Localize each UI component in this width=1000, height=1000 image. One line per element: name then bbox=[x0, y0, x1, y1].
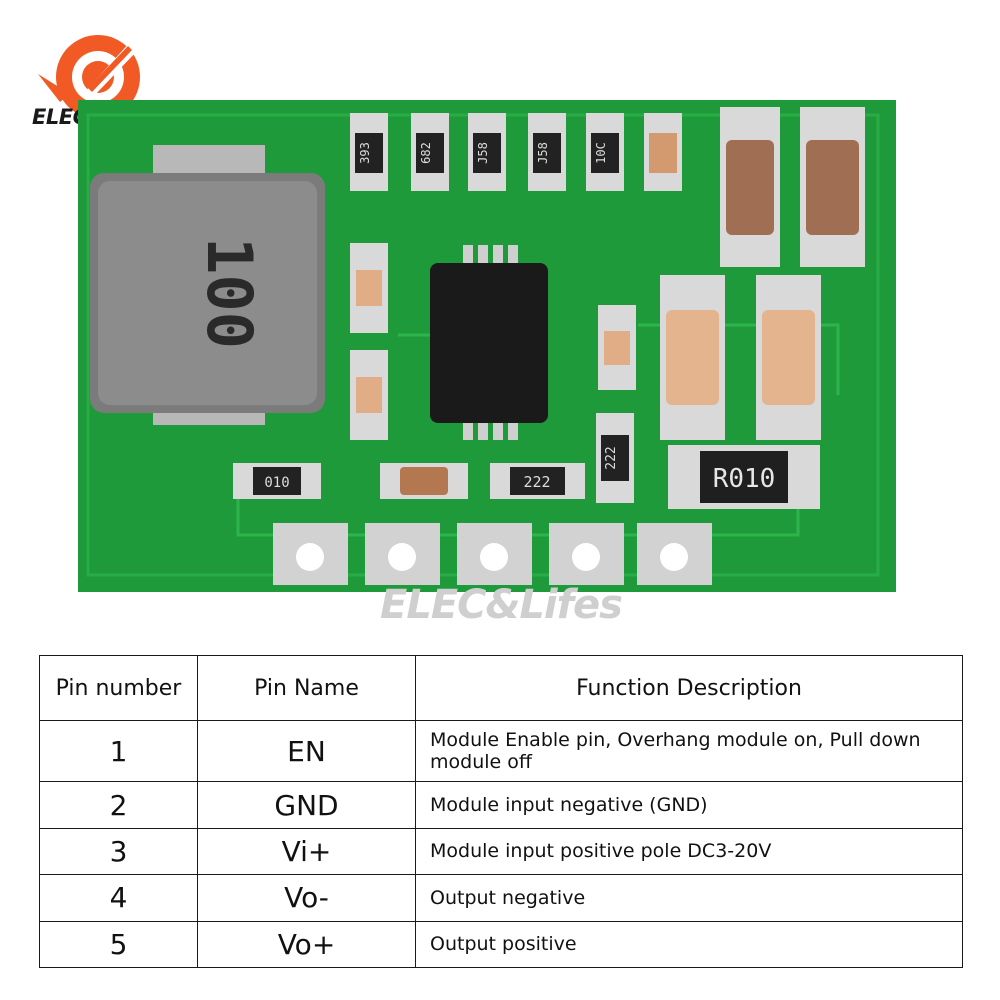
inductor: 100 bbox=[90, 145, 325, 425]
resistor-marking-3: J58 bbox=[476, 142, 490, 164]
bottom-marking-3: 222 bbox=[604, 446, 619, 469]
watermark-text: ELEC&Lifes bbox=[380, 582, 623, 628]
pin-name-cell: Vo+ bbox=[197, 920, 416, 969]
resistor-marking-4: J58 bbox=[536, 142, 550, 164]
resistor-marking-1: 393 bbox=[358, 142, 372, 164]
table-row: 5 Vo+ Output positive bbox=[39, 920, 963, 969]
table-header-row: Pin number Pin Name Function Description bbox=[39, 655, 963, 721]
brand-logo-icon bbox=[38, 35, 140, 119]
table-row: 1 EN Module Enable pin, Overhang module … bbox=[39, 719, 963, 783]
pin-name-cell: Vo- bbox=[197, 874, 416, 922]
pin-name-cell: Vi+ bbox=[197, 827, 416, 876]
bottom-marking-4: R010 bbox=[713, 464, 776, 494]
pin-function-table: Pin number Pin Name Function Description… bbox=[39, 655, 963, 969]
inductor-marking: 100 bbox=[193, 237, 266, 349]
bottom-marking-1: 010 bbox=[264, 475, 289, 491]
table-row: 2 GND Module input negative (GND) bbox=[39, 781, 963, 829]
pin-number-cell: 3 bbox=[39, 827, 198, 876]
resistor-marking-5: 10C bbox=[594, 142, 608, 164]
pin-pads bbox=[273, 523, 712, 585]
pcb-module-image: 100 393 682 J58 J58 10C bbox=[78, 100, 896, 592]
pin-number-cell: 5 bbox=[39, 920, 198, 969]
resistor-marking-2: 682 bbox=[419, 142, 433, 164]
pin-name-cell: EN bbox=[197, 719, 416, 783]
pin-number-cell: 2 bbox=[39, 781, 198, 829]
pin-description-cell: Module input positive pole DC3-20V bbox=[415, 827, 963, 876]
table-row: 3 Vi+ Module input positive pole DC3-20V bbox=[39, 827, 963, 876]
capacitors bbox=[350, 107, 865, 440]
pin-description-cell: Output positive bbox=[415, 920, 963, 969]
pin-number-cell: 1 bbox=[39, 719, 198, 783]
header-pin-name: Pin Name bbox=[197, 655, 416, 721]
pin-name-cell: GND bbox=[197, 781, 416, 829]
header-function-description: Function Description bbox=[415, 655, 963, 721]
ic-chip bbox=[430, 245, 548, 440]
pin-description-cell: Output negative bbox=[415, 874, 963, 922]
pin-number-cell: 4 bbox=[39, 874, 198, 922]
top-resistor-row: 393 682 J58 J58 10C bbox=[350, 113, 682, 191]
header-pin-number: Pin number bbox=[39, 655, 198, 721]
pin-description-cell: Module Enable pin, Overhang module on, P… bbox=[415, 719, 963, 783]
table-row: 4 Vo- Output negative bbox=[39, 874, 963, 922]
bottom-marking-2: 222 bbox=[523, 473, 550, 491]
pin-description-cell: Module input negative (GND) bbox=[415, 781, 963, 829]
bottom-resistor-row: 010 222 222 R010 bbox=[233, 413, 820, 509]
